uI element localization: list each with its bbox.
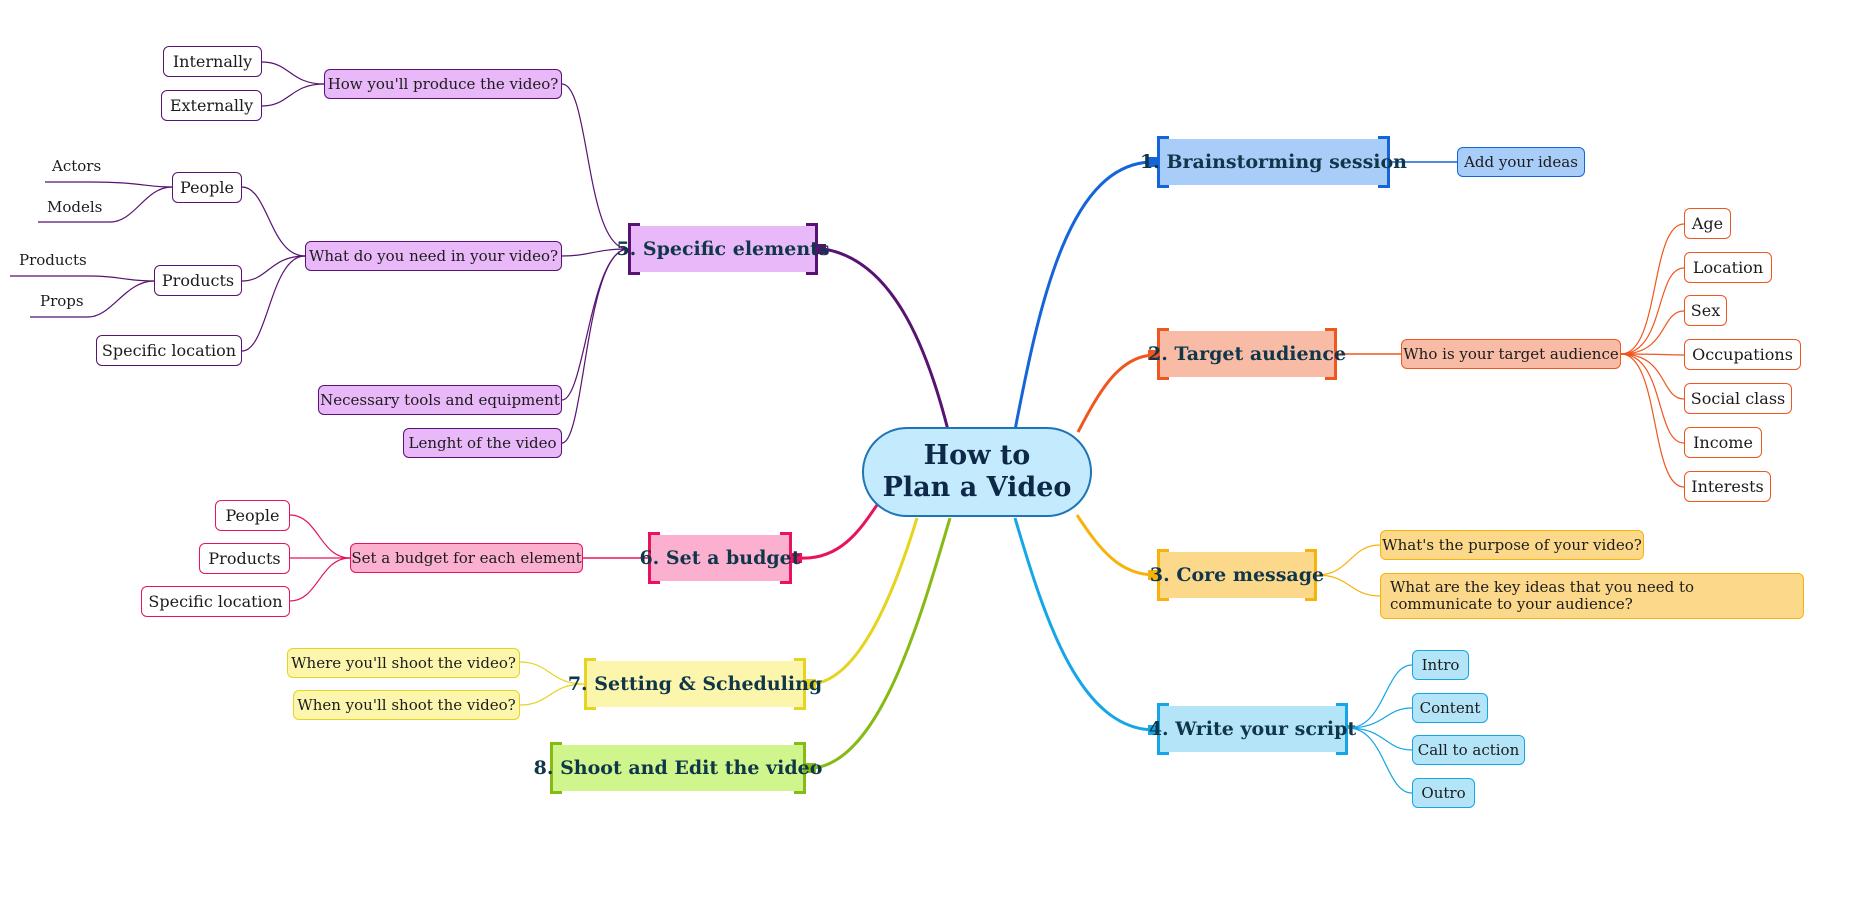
central-topic[interactable]: How to Plan a Video [862, 427, 1092, 517]
text-props: Props [40, 292, 84, 310]
text-models: Models [47, 198, 103, 216]
central-topic-line-1: How to [923, 440, 1031, 471]
node-where-shoot[interactable]: Where you'll shoot the video? [287, 648, 520, 678]
branch-setting-scheduling[interactable]: 7. Setting & Scheduling [568, 658, 822, 710]
leaf-specific-location-need[interactable]: Specific location [96, 335, 242, 366]
branch-write-your-script[interactable]: 4. Write your script [1149, 703, 1356, 755]
node-purpose-of-video[interactable]: What's the purpose of your video? [1380, 530, 1644, 560]
branch-specific-elements[interactable]: 5. Specific elements [616, 223, 830, 275]
leaf-interests[interactable]: Interests [1684, 471, 1771, 502]
leaf-internally[interactable]: Internally [163, 46, 262, 77]
node-budget-each-element[interactable]: Set a budget for each element [350, 543, 583, 573]
branch-shoot-and-edit[interactable]: 8. Shoot and Edit the video [534, 742, 822, 794]
leaf-age[interactable]: Age [1684, 208, 1731, 239]
node-what-do-you-need[interactable]: What do you need in your video? [305, 241, 562, 271]
leaf-budget-specific-location[interactable]: Specific location [141, 586, 290, 617]
branch-target-audience[interactable]: 2. Target audience [1148, 328, 1346, 380]
leaf-occupations[interactable]: Occupations [1684, 339, 1801, 370]
text-products: Products [19, 251, 87, 269]
leaf-outro[interactable]: Outro [1412, 778, 1475, 808]
leaf-call-to-action[interactable]: Call to action [1412, 735, 1525, 765]
leaf-content[interactable]: Content [1412, 693, 1488, 723]
node-key-ideas[interactable]: What are the key ideas that you need to … [1380, 573, 1804, 619]
leaf-budget-products[interactable]: Products [199, 543, 290, 574]
node-how-produce[interactable]: How you'll produce the video? [324, 69, 562, 99]
leaf-income[interactable]: Income [1684, 427, 1762, 458]
leaf-social-class[interactable]: Social class [1684, 383, 1792, 414]
branch-brainstorming[interactable]: 1. Brainstorming session [1140, 136, 1407, 188]
leaf-budget-people[interactable]: People [215, 500, 290, 531]
branch-set-a-budget[interactable]: 6. Set a budget [639, 532, 801, 584]
node-length-of-video[interactable]: Lenght of the video [403, 428, 562, 458]
central-topic-line-2: Plan a Video [882, 472, 1072, 503]
leaf-intro[interactable]: Intro [1412, 650, 1469, 680]
leaf-sex[interactable]: Sex [1684, 295, 1727, 326]
leaf-location[interactable]: Location [1684, 252, 1772, 283]
node-when-shoot[interactable]: When you'll shoot the video? [293, 690, 520, 720]
branch-core-message[interactable]: 3. Core message [1150, 549, 1324, 601]
node-add-your-ideas[interactable]: Add your ideas [1457, 147, 1585, 177]
leaf-externally[interactable]: Externally [161, 90, 262, 121]
text-actors: Actors [52, 157, 102, 175]
node-tools-equipment[interactable]: Necessary tools and equipment [318, 385, 562, 415]
leaf-products-need[interactable]: Products [154, 265, 242, 296]
node-who-is-target-audience[interactable]: Who is your target audience [1401, 339, 1621, 369]
leaf-people-need[interactable]: People [172, 172, 242, 203]
